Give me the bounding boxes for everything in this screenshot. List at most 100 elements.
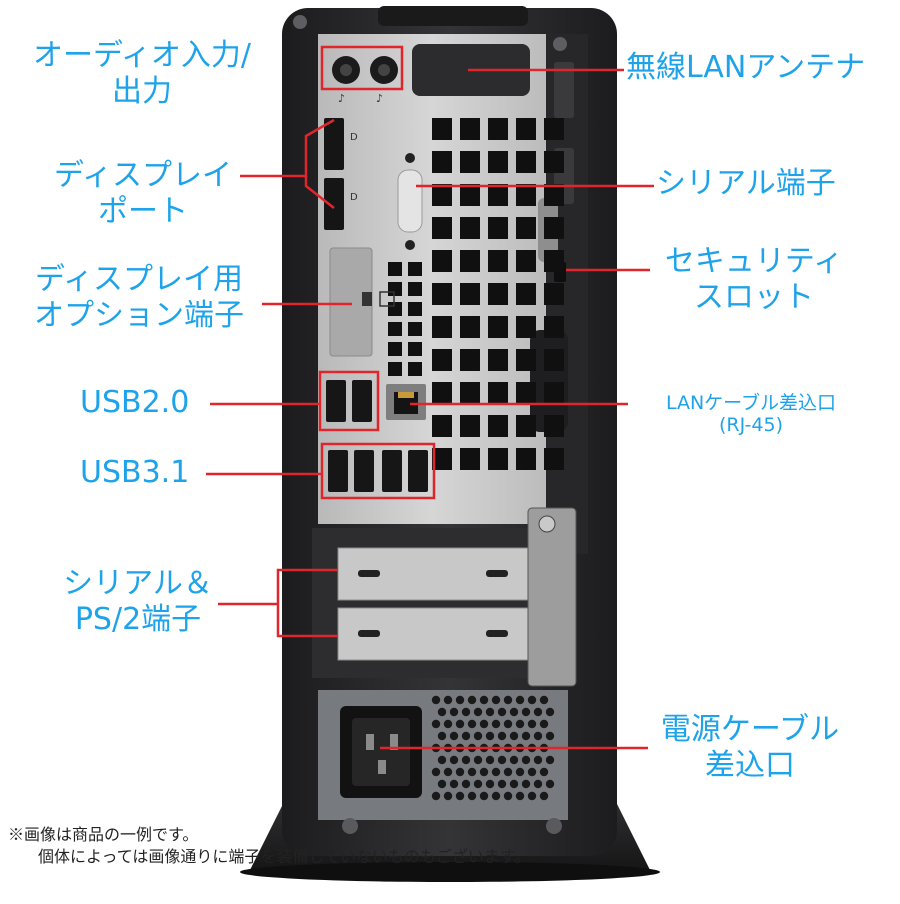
psu-vent-hole xyxy=(443,767,453,777)
vent-hole xyxy=(516,250,536,272)
psu-vent-hole xyxy=(533,707,543,717)
label-display-option-line2: オプション端子 xyxy=(34,298,244,333)
vent-hole xyxy=(516,415,536,437)
vent-hole xyxy=(460,217,480,239)
vent-hole xyxy=(432,349,452,371)
vent-hole xyxy=(488,382,508,404)
psu-vent-hole xyxy=(509,707,519,717)
usb20-port-2 xyxy=(352,380,372,422)
label-serial-ps2: シリアル＆ PS/2端子 xyxy=(48,566,228,638)
vent-hole xyxy=(432,151,452,173)
vent-hole xyxy=(516,448,536,470)
psu-vent-hole xyxy=(539,791,549,801)
vent-hole xyxy=(516,382,536,404)
screw xyxy=(293,15,307,29)
label-lan-line2: (RJ-45) xyxy=(719,414,783,436)
psu-vent-hole xyxy=(521,707,531,717)
vent-hole xyxy=(432,217,452,239)
psu-vent xyxy=(431,695,555,801)
label-display-option: ディスプレイ用 オプション端子 xyxy=(14,262,264,334)
vent-hole xyxy=(544,415,564,437)
psu-vent-hole xyxy=(479,767,489,777)
svg-text:♪: ♪ xyxy=(376,92,383,105)
vent-hole xyxy=(488,316,508,338)
psu-vent-hole xyxy=(503,767,513,777)
vent-hole xyxy=(460,151,480,173)
vent-hole xyxy=(488,415,508,437)
disclaimer-line2: 個体によっては画像通りに端子を装備していないものもございます。 xyxy=(38,847,531,866)
psu-vent-hole xyxy=(437,755,447,765)
psu-vent-hole xyxy=(545,707,555,717)
vent-hole xyxy=(488,448,508,470)
svg-text:D: D xyxy=(350,132,358,143)
vent-hole xyxy=(388,342,402,356)
usb20-port-1 xyxy=(326,380,346,422)
psu-vent-hole xyxy=(461,755,471,765)
vent-hole xyxy=(460,349,480,371)
vent-hole xyxy=(388,262,402,276)
vent-hole xyxy=(408,262,422,276)
psu-vent-hole xyxy=(491,767,501,777)
label-wireless-antenna: 無線LANアンテナ xyxy=(626,50,866,85)
vent-hole xyxy=(516,217,536,239)
vent-hole xyxy=(388,302,402,316)
slot-latch xyxy=(527,507,577,687)
usb31-port-2 xyxy=(354,450,374,492)
psu-vent-hole xyxy=(473,731,483,741)
psu-vent-hole xyxy=(467,767,477,777)
vent-hole xyxy=(544,316,564,338)
label-displayport-line2: ポート xyxy=(98,194,188,229)
psu-vent-hole xyxy=(449,731,459,741)
vent-hole xyxy=(408,322,422,336)
psu-vent-hole xyxy=(527,719,537,729)
vent-hole xyxy=(460,382,480,404)
callout-box-audio xyxy=(320,45,404,91)
vent-hole xyxy=(544,151,564,173)
psu-vent-hole xyxy=(485,779,495,789)
vent-hole xyxy=(388,322,402,336)
psu-vent-hole xyxy=(545,779,555,789)
psu-vent-hole xyxy=(455,791,465,801)
vent-hole xyxy=(408,302,422,316)
usb31-port-1 xyxy=(328,450,348,492)
label-serial-ps2-line1: シリアル＆ xyxy=(63,566,213,601)
vent-hole xyxy=(488,349,508,371)
vent-hole xyxy=(408,282,422,296)
psu-vent-hole xyxy=(515,791,525,801)
psu-vent-hole xyxy=(515,719,525,729)
label-security-slot: セキュリティ スロット xyxy=(644,244,864,316)
usb31-port-3 xyxy=(382,450,402,492)
label-power-line2: 差込口 xyxy=(705,748,795,783)
psu-vent-hole xyxy=(479,695,489,705)
vent-hole xyxy=(408,342,422,356)
psu-vent-hole xyxy=(431,695,441,705)
psu-vent-hole xyxy=(503,695,513,705)
vent-hole xyxy=(544,349,564,371)
vent-hole xyxy=(460,250,480,272)
psu-vent-hole xyxy=(473,755,483,765)
psu-vent-hole xyxy=(497,755,507,765)
vent-hole xyxy=(432,448,452,470)
psu-vent-hole xyxy=(467,695,477,705)
vent-hole xyxy=(516,316,536,338)
psu-vent-hole xyxy=(437,731,447,741)
psu-vent-hole xyxy=(509,755,519,765)
label-audio: オーディオ入力/ 出力 xyxy=(22,38,262,110)
vent-hole xyxy=(488,184,508,206)
vent-hole xyxy=(544,250,564,272)
label-displayport: ディスプレイ ポート xyxy=(28,158,258,230)
screw xyxy=(553,37,567,51)
vent-hole xyxy=(488,283,508,305)
psu-vent-hole xyxy=(443,719,453,729)
label-display-option-line1: ディスプレイ用 xyxy=(35,262,243,297)
vent-hole xyxy=(516,184,536,206)
psu-vent-hole xyxy=(533,755,543,765)
vent-hole xyxy=(460,415,480,437)
psu-vent-hole xyxy=(437,779,447,789)
psu-vent-hole xyxy=(545,731,555,741)
vent-hole xyxy=(388,362,402,376)
vent-hole xyxy=(460,283,480,305)
stand-shadow xyxy=(240,862,660,882)
